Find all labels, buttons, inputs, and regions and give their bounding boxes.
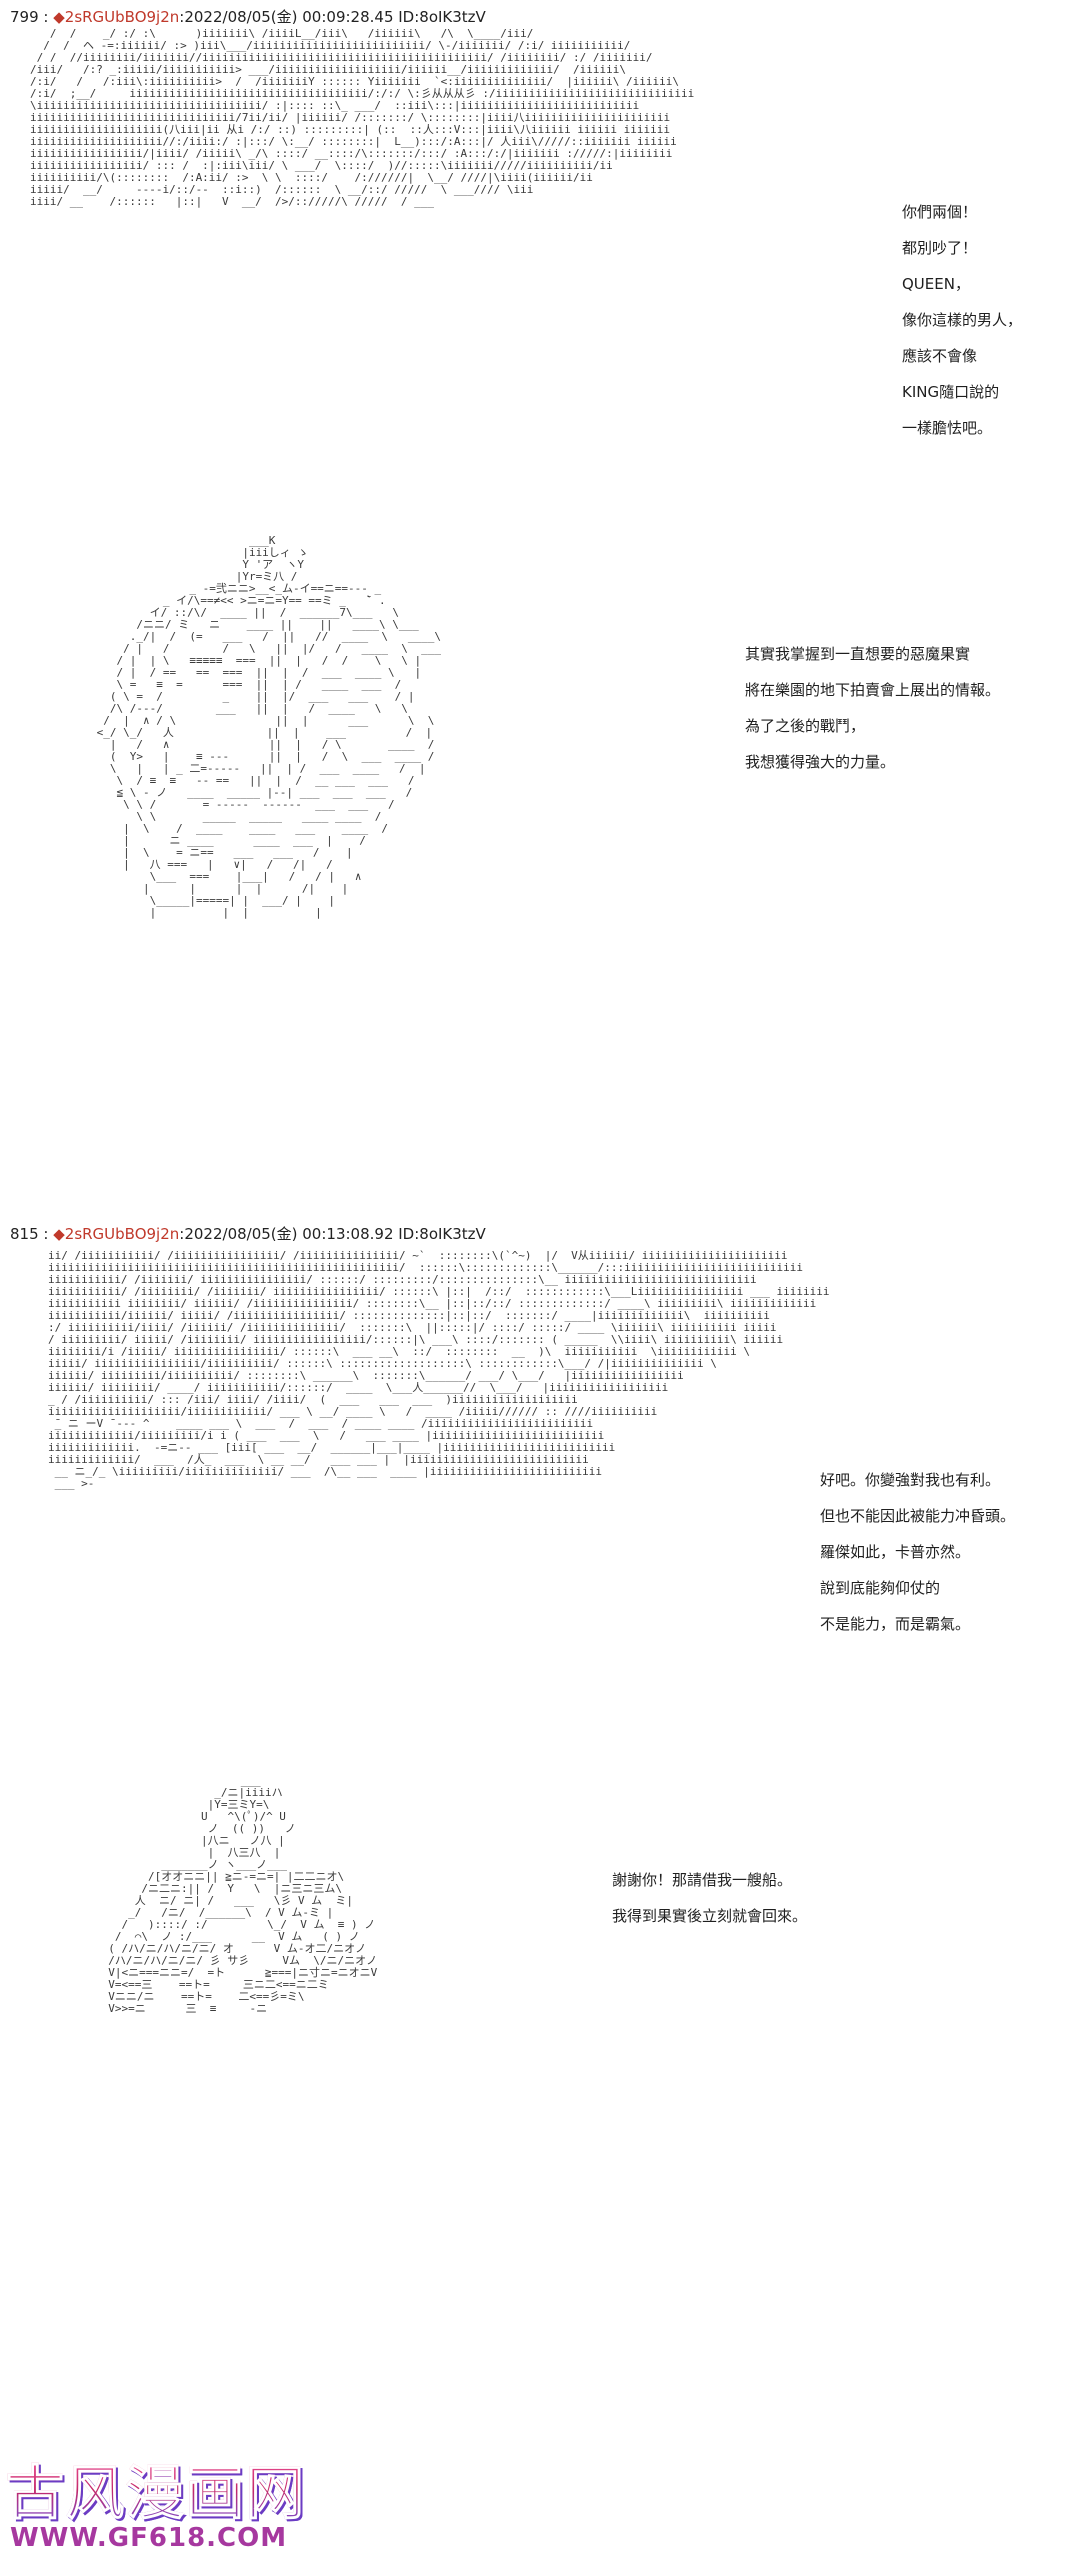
- post-separator: :: [38, 1225, 54, 1243]
- dialogue-line: 應該不會像: [902, 347, 978, 365]
- dialogue-line: 我想獲得強大的力量。: [745, 753, 896, 771]
- post-number: 799: [10, 8, 39, 26]
- dialogue-queen: 你們兩個！ 都別吵了！ QUEEN， 像你這樣的男人， 應該不會像 KING隨口…: [902, 194, 1022, 446]
- ascii-art: ___ _/ニ|iiiiハ |Y=三ミY=\ U ^\(ﾟ)/^ U ノ (( …: [108, 1775, 378, 2015]
- post-datetime: :2022/08/05(金) 00:09:28.45 ID:8oIK3tzV: [179, 8, 486, 26]
- site-watermark: 古风漫画网 WWW.GF618.COM: [5, 2459, 307, 2553]
- post-header-799: 799 : ◆2sRGUbBO9j2n:2022/08/05(金) 00:09:…: [10, 6, 486, 27]
- dialogue-line: 說到底能夠仰仗的: [820, 1579, 941, 1597]
- dialogue-thanks: 謝謝你！那請借我一艘船。 我得到果實後立刻就會回來。: [612, 1862, 807, 1934]
- post-separator: :: [38, 8, 54, 26]
- aa-panel-1: / / _/ :/ :\ )iiiiiii\ /iiiiL__/iii\ /ii…: [30, 28, 890, 498]
- aa-panel-4: ___ _/ニ|iiiiハ |Y=三ミY=\ U ^\(ﾟ)/^ U ノ (( …: [95, 1775, 615, 2520]
- dialogue-line: 像你這樣的男人，: [902, 311, 1023, 329]
- dialogue-line: 將在樂園的地下拍賣會上展出的情報。: [745, 681, 1001, 699]
- ascii-art: ii/ /iiiiiiiiiii/ /iiiiiiiiiiiiiiii/ /ii…: [48, 1250, 830, 1490]
- aa-panel-3: ii/ /iiiiiiiiiii/ /iiiiiiiiiiiiiiii/ /ii…: [48, 1250, 838, 1730]
- post-number: 815: [10, 1225, 39, 1243]
- aa-panel-2: ___K |iiiしィ ゝ Y 'ア ヽY |Yr=ミ八 / _ -=弐ニニ>_…: [90, 535, 740, 1195]
- dialogue-line: 好吧。你變強對我也有利。: [820, 1471, 1001, 1489]
- dialogue-line: 羅傑如此，卡普亦然。: [820, 1543, 971, 1561]
- dialogue-line: 都別吵了！: [902, 239, 978, 257]
- dialogue-queen-plan: 其實我掌握到一直想要的惡魔果實 將在樂園的地下拍賣會上展出的情報。 為了之後的戰…: [745, 636, 1000, 780]
- dialogue-line: 我得到果實後立刻就會回來。: [612, 1907, 808, 1925]
- post-datetime: :2022/08/05(金) 00:13:08.92 ID:8oIK3tzV: [179, 1225, 486, 1243]
- ascii-art: ___K |iiiしィ ゝ Y 'ア ヽY |Yr=ミ八 / _ -=弐ニニ>_…: [96, 535, 441, 919]
- poster-trip[interactable]: ◆2sRGUbBO9j2n: [53, 8, 180, 26]
- dialogue-line: QUEEN，: [902, 275, 970, 293]
- dialogue-line: 一樣膽怯吧。: [902, 419, 993, 437]
- dialogue-line: 謝謝你！那請借我一艘船。: [612, 1871, 793, 1889]
- dialogue-line: 但也不能因此被能力冲昏頭。: [820, 1507, 1016, 1525]
- watermark-url: WWW.GF618.COM: [10, 2523, 288, 2553]
- poster-trip[interactable]: ◆2sRGUbBO9j2n: [53, 1225, 180, 1243]
- dialogue-kaido: 好吧。你變強對我也有利。 但也不能因此被能力冲昏頭。 羅傑如此，卡普亦然。 說到…: [820, 1462, 1015, 1642]
- dialogue-line: 為了之後的戰鬥，: [745, 717, 866, 735]
- dialogue-line: KING隨口說的: [902, 383, 1000, 401]
- dialogue-line: 不是能力，而是霸氣。: [820, 1615, 971, 1633]
- post-header-815: 815 : ◆2sRGUbBO9j2n:2022/08/05(金) 00:13:…: [10, 1223, 486, 1244]
- watermark-logo-text: 古风漫画网: [5, 2459, 307, 2527]
- dialogue-line: 其實我掌握到一直想要的惡魔果實: [745, 645, 971, 663]
- dialogue-line: 你們兩個！: [902, 203, 978, 221]
- ascii-art: / / _/ :/ :\ )iiiiiii\ /iiiiL__/iii\ /ii…: [30, 28, 695, 208]
